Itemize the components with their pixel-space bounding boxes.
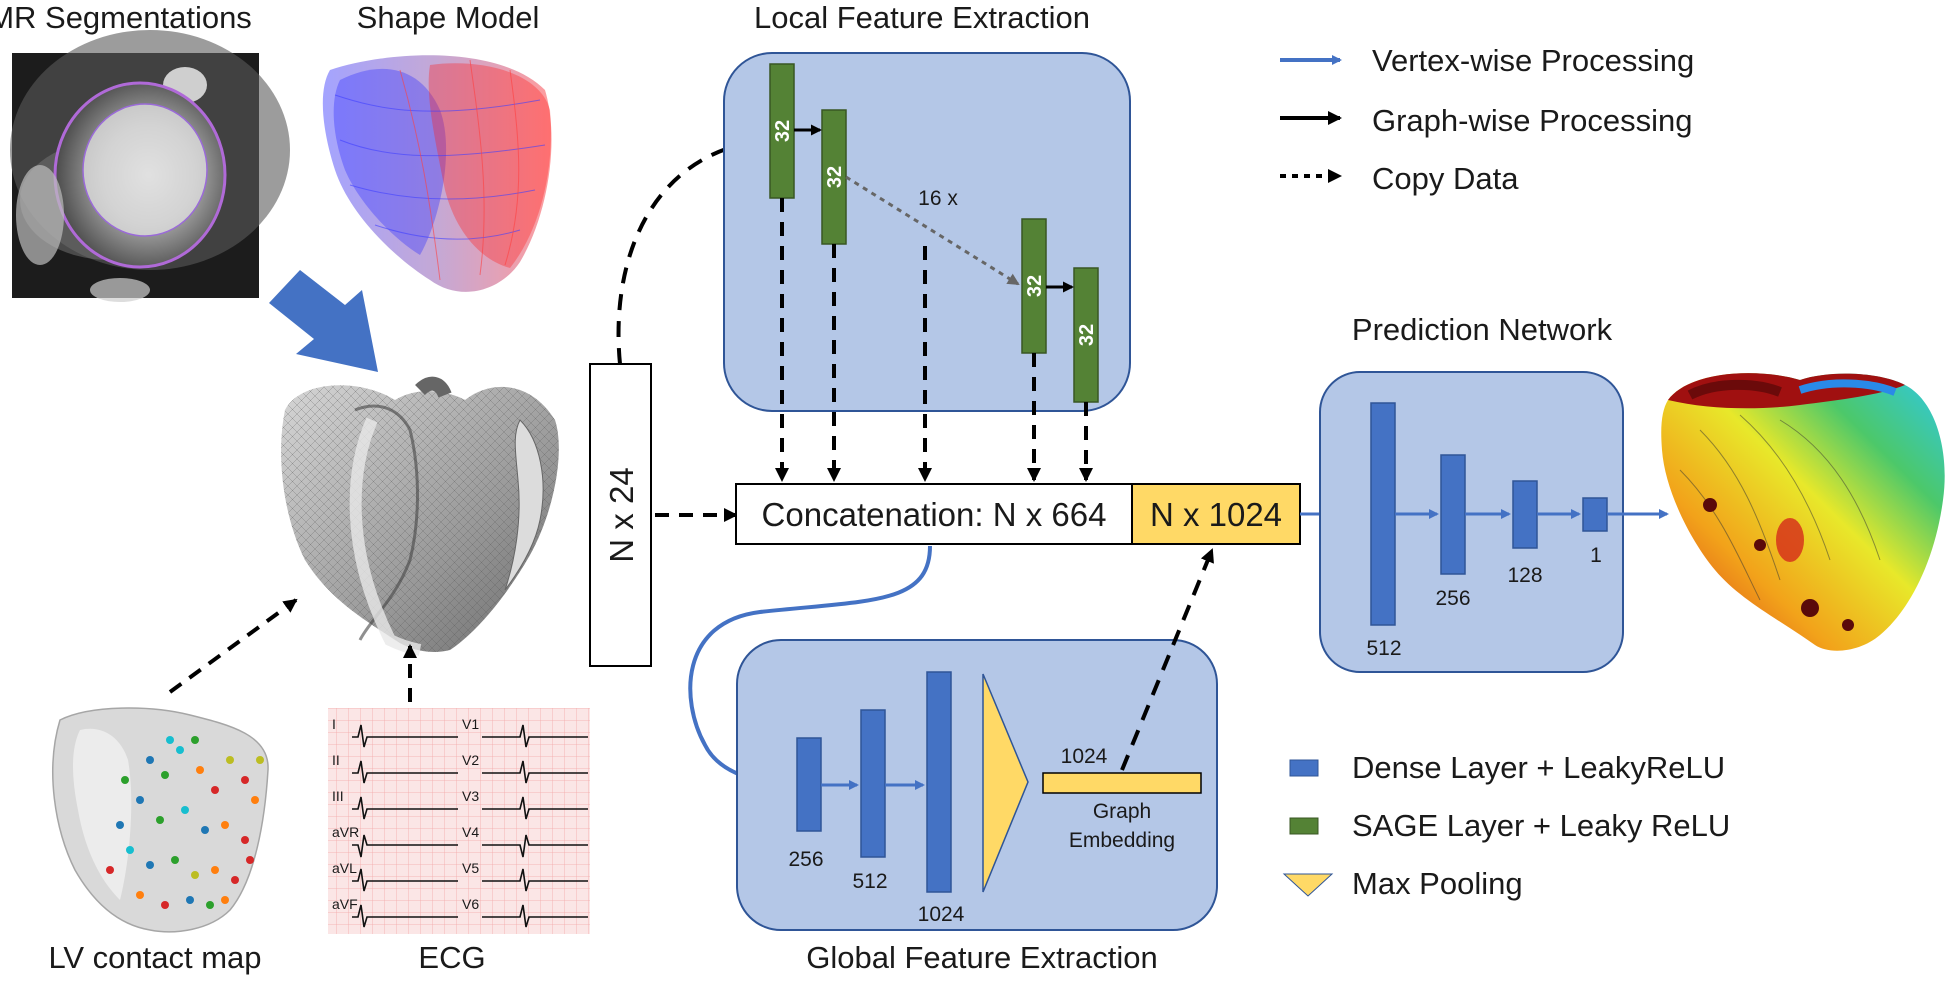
graph-embedding-size: 1024	[1061, 745, 1108, 768]
repeat-label: 16 x	[918, 187, 958, 210]
ecg-lead-label: V3	[462, 788, 479, 804]
ecg-trace	[352, 724, 458, 748]
sage-layer-units: 32	[824, 166, 846, 188]
ecg-trace	[482, 904, 588, 928]
prediction-network-title: Prediction Network	[1352, 312, 1613, 347]
legend-vertex-label: Vertex-wise Processing	[1372, 43, 1694, 78]
concatenation-label: Concatenation: N x 664	[762, 496, 1107, 533]
contact-map-to-mesh-arrow	[168, 598, 298, 694]
legend-sage-label: SAGE Layer + Leaky ReLU	[1352, 808, 1730, 843]
global-dense-layers: 256 512 1024	[788, 671, 965, 926]
shape-model-image	[322, 55, 552, 292]
layer-legend: Dense Layer + LeakyReLU SAGE Layer + Lea…	[1282, 750, 1730, 901]
dense-layer	[1440, 454, 1466, 575]
ecg-lead-label: I	[332, 716, 336, 732]
mr-segmentations-title: MR Segmentations	[0, 0, 252, 35]
ecg-lead-label: II	[332, 752, 340, 768]
legend-graph-label: Graph-wise Processing	[1372, 103, 1692, 138]
graph-embedding-caption: Embedding	[1069, 829, 1175, 852]
ecg-lead-label: III	[332, 788, 344, 804]
concatenation-box	[735, 483, 1133, 545]
ecg-lead-label: V1	[462, 716, 479, 732]
legend-copy-label: Copy Data	[1372, 161, 1519, 196]
graph-embedding-bar	[1042, 772, 1202, 794]
segmentation-to-mesh-arrow	[269, 270, 378, 372]
ecg-trace	[352, 834, 458, 858]
max-pooling-block	[982, 673, 1029, 893]
sage-layer-units: 32	[1076, 324, 1098, 346]
ecg-lead-label: V2	[462, 752, 479, 768]
dense-layer	[926, 671, 952, 893]
input-box-label: N x 24	[603, 467, 640, 562]
embedding-concat-label: N x 1024	[1150, 496, 1282, 533]
legend-sage-swatch	[1289, 817, 1319, 835]
ecg-title: ECG	[418, 940, 485, 975]
ecg-lead-label: aVL	[332, 860, 357, 876]
dense-layer-units: 1024	[918, 903, 965, 926]
input-to-local-arrow	[616, 134, 765, 365]
shape-model-title: Shape Model	[357, 0, 540, 35]
ecg-trace	[352, 796, 458, 820]
input-box	[589, 363, 652, 667]
ecg-trace	[352, 868, 458, 892]
ecg-trace	[352, 904, 458, 928]
lv-contact-map-image	[52, 707, 269, 933]
legend-pooling-label: Max Pooling	[1352, 866, 1523, 901]
dense-layer-units: 1	[1590, 544, 1602, 567]
dense-layer	[860, 709, 886, 858]
output-activation-map-image	[1661, 373, 1945, 651]
contact-points	[106, 736, 264, 909]
prediction-network-panel	[1319, 371, 1624, 673]
ecg-lead-label: V6	[462, 896, 479, 912]
concat-to-global-arrow	[688, 545, 932, 790]
legend-pooling-swatch	[1282, 873, 1334, 897]
repeat-arrow	[845, 175, 1020, 286]
dense-layer	[1370, 402, 1396, 626]
sage-layer-units: 32	[1024, 275, 1046, 297]
ecg-lead-label: V4	[462, 824, 479, 840]
dense-layer	[1582, 497, 1608, 532]
dense-layer-units: 128	[1507, 564, 1542, 587]
heart-mesh-image	[281, 376, 559, 656]
local-feature-extraction-title: Local Feature Extraction	[754, 0, 1090, 35]
ecg-trace	[352, 760, 458, 784]
dense-layer-units: 256	[1435, 587, 1470, 610]
legend-dense-label: Dense Layer + LeakyReLU	[1352, 750, 1725, 785]
dense-layer-units: 512	[1366, 637, 1401, 660]
dense-layer	[1512, 480, 1538, 549]
mr-segmentation-image	[10, 30, 290, 302]
sage-layer	[1073, 267, 1099, 403]
embedding-copy-arrow	[1120, 548, 1214, 771]
legend-dense-swatch	[1289, 759, 1319, 777]
dense-layer-units: 512	[852, 870, 887, 893]
graph-embedding-caption: Graph	[1093, 800, 1151, 823]
ecg-trace	[482, 724, 588, 748]
global-feature-panel	[736, 639, 1218, 931]
dense-layer-units: 256	[788, 848, 823, 871]
ecg-trace	[482, 834, 588, 858]
ecg-lead-label: aVF	[332, 896, 358, 912]
sage-layer-units: 32	[772, 120, 794, 142]
ecg-lead-label: V5	[462, 860, 479, 876]
ecg-trace	[482, 796, 588, 820]
ecg-lead-label: aVR	[332, 824, 359, 840]
arrow-legend: Vertex-wise Processing Graph-wise Proces…	[1280, 43, 1694, 196]
global-feature-extraction-title: Global Feature Extraction	[806, 940, 1158, 975]
ecg-trace	[482, 760, 588, 784]
ecg-trace	[482, 868, 588, 892]
prediction-dense-layers: 512 256 128 1	[1366, 402, 1608, 660]
lv-contact-map-title: LV contact map	[48, 940, 261, 975]
dense-layer	[796, 737, 822, 832]
